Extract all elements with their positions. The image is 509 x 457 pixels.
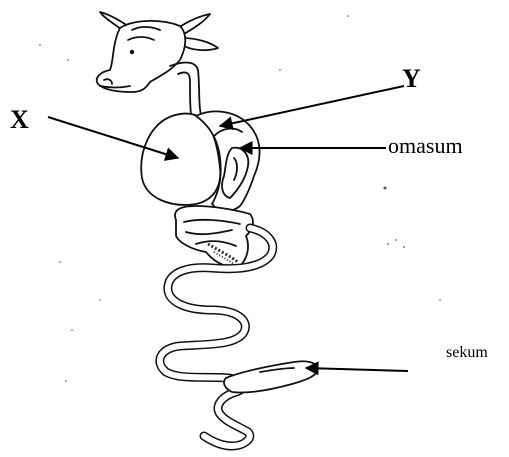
intestine-icon — [160, 206, 318, 446]
label-sekum: sekum — [446, 344, 488, 361]
cow-head-icon — [97, 12, 218, 92]
label-y: Y — [402, 64, 421, 93]
stomach-icon — [141, 111, 259, 211]
label-x: X — [10, 105, 29, 134]
arrow-sekum — [306, 368, 408, 371]
label-omasum: omasum — [388, 133, 463, 158]
arrow-y — [220, 86, 404, 126]
